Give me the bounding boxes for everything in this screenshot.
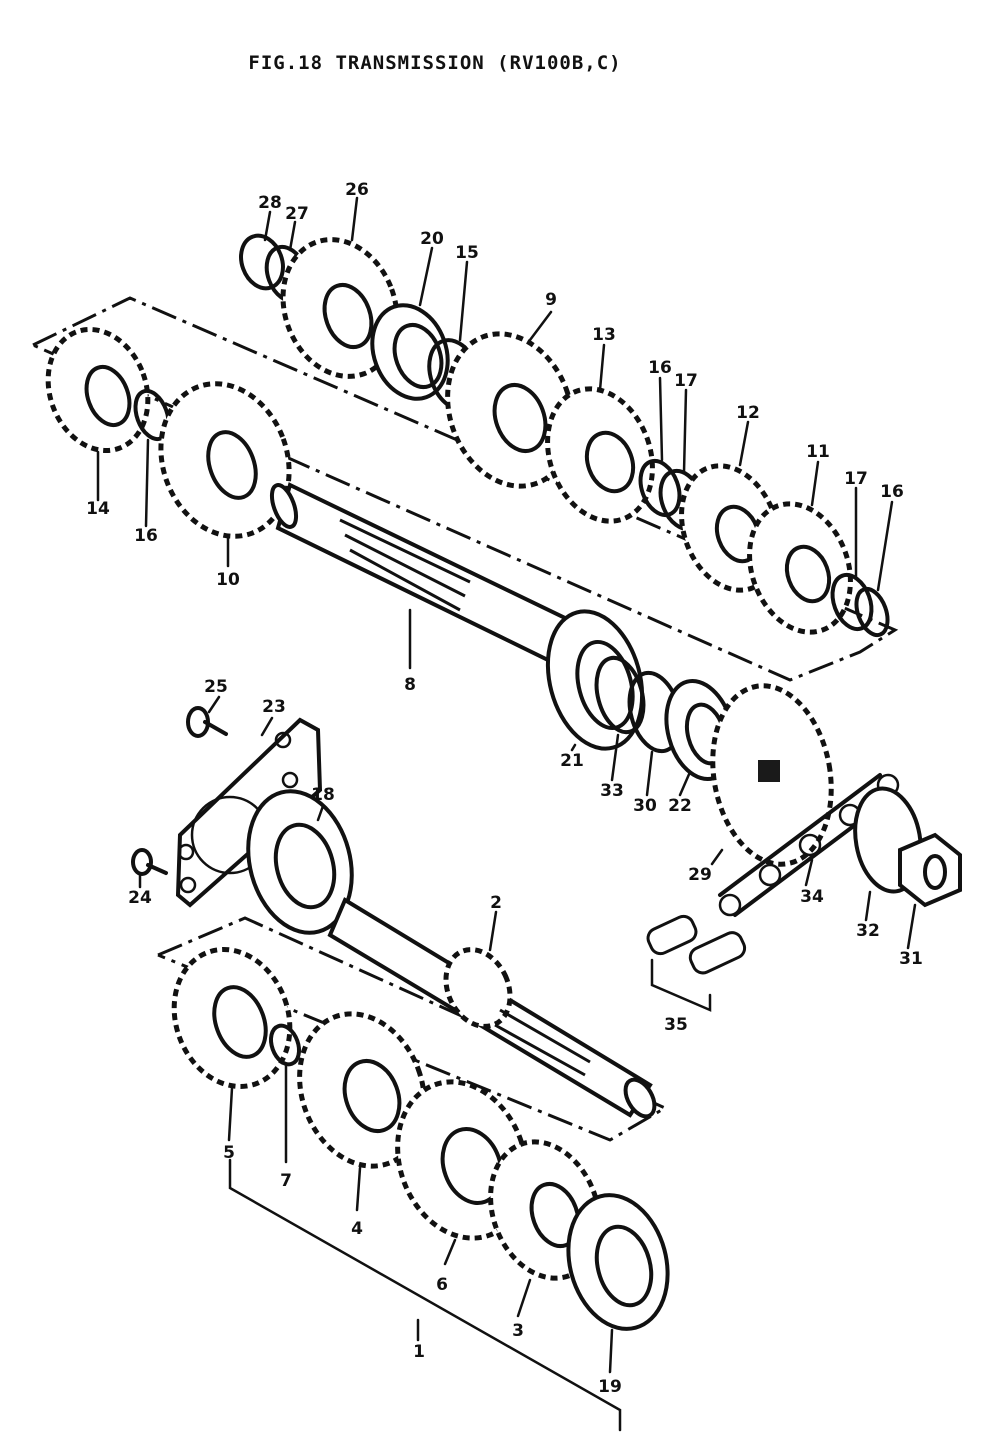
label-10: 10 (216, 570, 240, 590)
label-32: 32 (856, 921, 880, 941)
label-15: 15 (455, 243, 479, 263)
nut-31 (898, 832, 962, 908)
label-11: 11 (806, 442, 830, 462)
label-1: 1 (413, 1342, 425, 1362)
label-16c: 16 (880, 482, 904, 502)
label-18: 18 (311, 785, 335, 805)
screw-25 (186, 706, 228, 738)
chain-joint-35 (646, 914, 747, 975)
label-8: 8 (404, 675, 416, 695)
gear-10 (158, 381, 292, 539)
circlip-16-upper (638, 458, 682, 518)
label-6: 6 (436, 1275, 448, 1295)
label-25: 25 (204, 677, 228, 697)
gear-11 (747, 501, 853, 635)
label-35: 35 (664, 1015, 688, 1035)
label-33: 33 (600, 781, 624, 801)
gear-4 (297, 1011, 427, 1169)
label-30: 30 (633, 796, 657, 816)
circlip-7 (268, 1023, 302, 1067)
label-12: 12 (736, 403, 760, 423)
bearing-19 (566, 1193, 670, 1331)
label-4: 4 (351, 1219, 363, 1239)
washer-17-end (830, 572, 874, 632)
label-31: 31 (899, 949, 923, 969)
label-24: 24 (128, 888, 152, 908)
driveshaft-group-outline (157, 916, 669, 1142)
label-17a: 17 (674, 371, 698, 391)
ring-28 (239, 233, 285, 291)
label-7: 7 (280, 1171, 292, 1191)
leader-lines (96, 196, 917, 1374)
label-21: 21 (560, 751, 584, 771)
label-2: 2 (490, 893, 502, 913)
countershaft-8 (269, 482, 568, 663)
label-20: 20 (420, 229, 444, 249)
label-27: 27 (285, 204, 309, 224)
label-19: 19 (598, 1377, 622, 1397)
screw-24 (131, 848, 168, 876)
figure-title: FIG.18 TRANSMISSION (RV100B,C) (248, 52, 622, 74)
oring-33 (594, 655, 646, 735)
circlip-16-left (133, 388, 171, 442)
group-bracket-1 (228, 1158, 622, 1432)
label-17b: 17 (844, 469, 868, 489)
label-9: 9 (545, 290, 557, 310)
countershaft-group-outline (32, 296, 899, 682)
gear-26 (280, 237, 400, 379)
label-34: 34 (800, 887, 824, 907)
label-29: 29 (688, 865, 712, 885)
label-16b: 16 (648, 358, 672, 378)
part-labels: 1 2 3 4 5 6 7 8 9 10 11 12 13 14 15 16 1… (86, 180, 923, 1397)
label-28: 28 (258, 193, 282, 213)
label-26: 26 (345, 180, 369, 200)
label-23: 23 (262, 697, 286, 717)
gear-9 (445, 331, 575, 489)
driveshaft-2 (327, 897, 657, 1119)
label-5: 5 (223, 1143, 235, 1163)
label-22: 22 (668, 796, 692, 816)
label-16a: 16 (134, 526, 158, 546)
circlip-16-end (854, 586, 890, 638)
label-14: 14 (86, 499, 110, 519)
label-3: 3 (512, 1321, 524, 1341)
label-13: 13 (592, 325, 616, 345)
